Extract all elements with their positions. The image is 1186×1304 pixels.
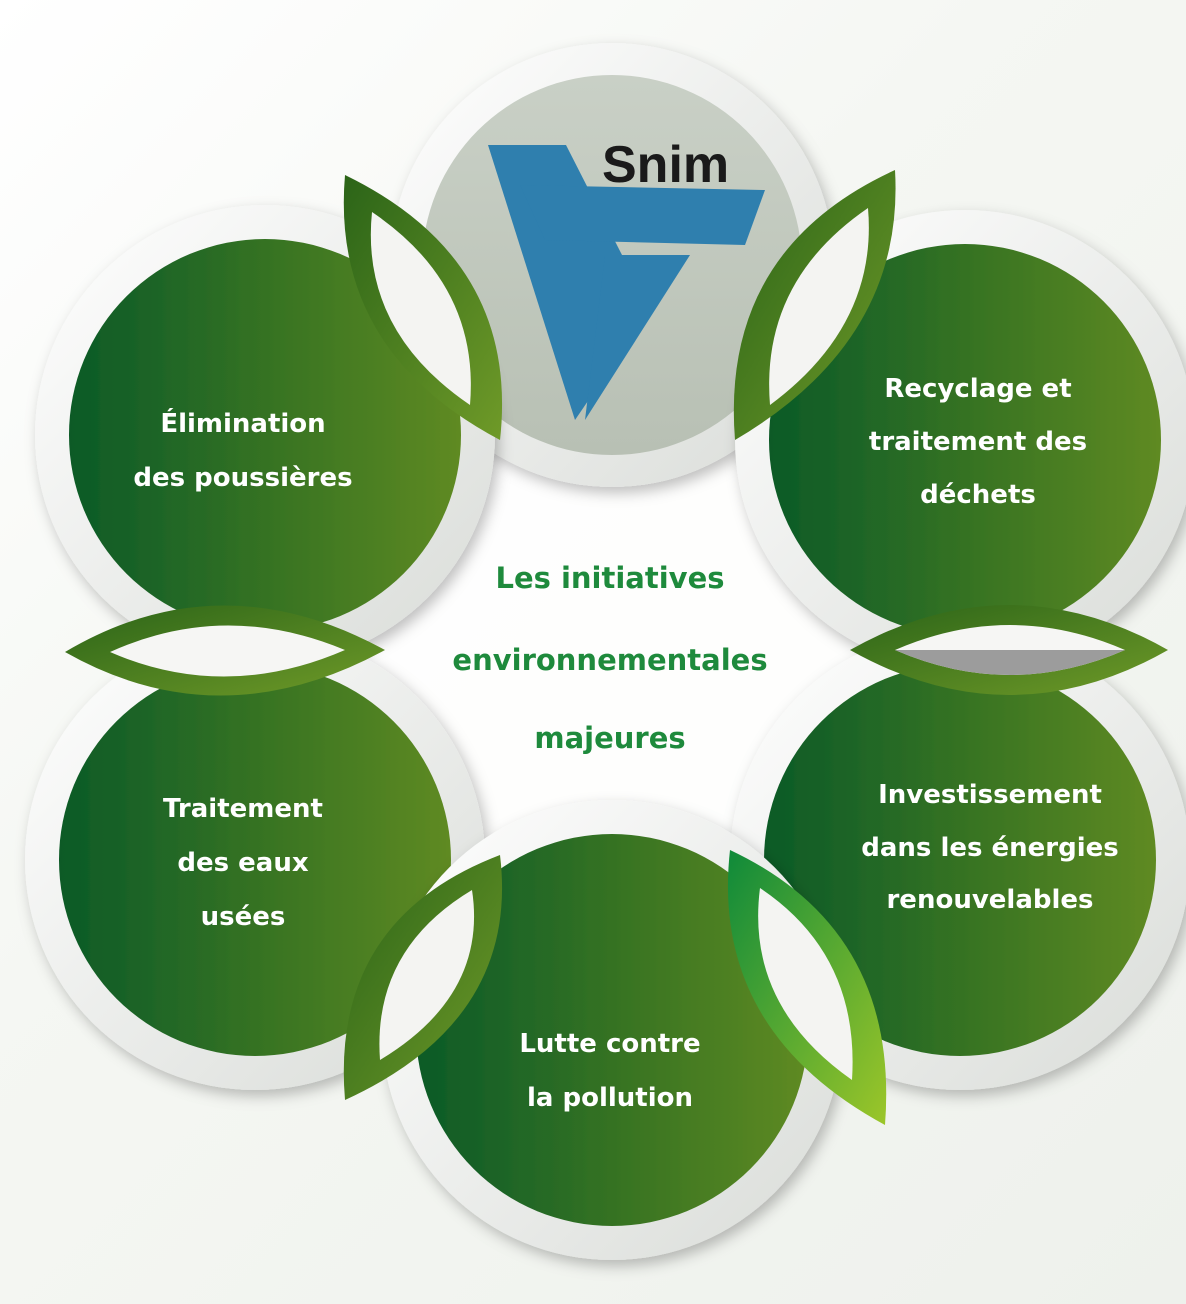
pollution-line-1: Lutte contre xyxy=(519,1029,700,1059)
center-line-1: Les initiatives xyxy=(495,561,724,595)
label-recycling: Recyclage et traitement des déchets xyxy=(869,374,1087,510)
leaf-right xyxy=(850,605,1168,695)
logo-text: Snim xyxy=(602,136,729,194)
center-line-3: majeures xyxy=(534,721,685,755)
dust-line-2: des poussières xyxy=(133,463,352,493)
center-title: Les initiatives environnementales majeur… xyxy=(452,561,767,755)
center-line-2: environnementales xyxy=(452,643,767,677)
snim-logo: Snim xyxy=(488,136,765,420)
label-dust: Élimination des poussières xyxy=(133,407,352,493)
recycling-line-1: Recyclage et xyxy=(884,374,1071,404)
pollution-line-2: la pollution xyxy=(527,1083,693,1113)
leaf-left xyxy=(65,605,385,696)
leaf-bottom-left xyxy=(343,855,503,1100)
dust-line-1: Élimination xyxy=(160,407,325,439)
wastewater-line-1: Traitement xyxy=(163,794,323,824)
leaf-bottom-right xyxy=(727,850,887,1125)
renewables-line-2: dans les énergies xyxy=(861,833,1119,863)
snim-logo-mark-right xyxy=(585,255,690,420)
wastewater-line-3: usées xyxy=(201,902,286,932)
renewables-line-3: renouvelables xyxy=(886,885,1093,915)
label-wastewater: Traitement des eaux usées xyxy=(163,794,323,932)
recycling-line-2: traitement des xyxy=(869,427,1087,457)
wastewater-line-2: des eaux xyxy=(177,848,308,878)
leaf-top-right xyxy=(733,170,896,440)
leaf-top-left xyxy=(343,175,503,440)
label-pollution: Lutte contre la pollution xyxy=(519,1029,700,1113)
renewables-line-1: Investissement xyxy=(878,780,1102,810)
label-renewables: Investissement dans les énergies renouve… xyxy=(861,780,1119,915)
snim-logo-mark-bar xyxy=(520,185,765,245)
recycling-line-3: déchets xyxy=(920,480,1036,510)
